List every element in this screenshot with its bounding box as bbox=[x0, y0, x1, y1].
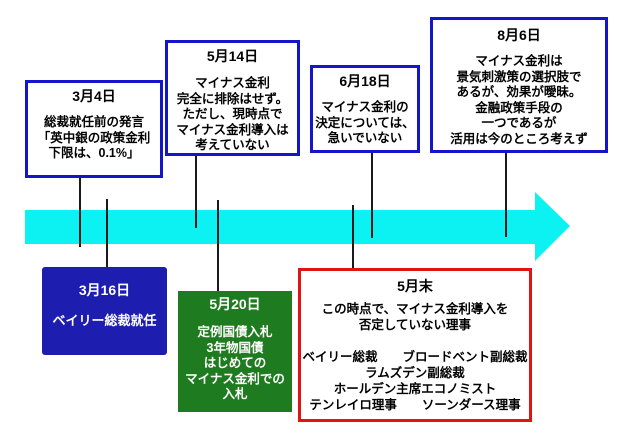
connector-jun18 bbox=[371, 153, 373, 238]
text-line: 3年物国債 bbox=[206, 340, 264, 355]
connector-may14 bbox=[195, 156, 197, 228]
text-line: 考えていない bbox=[195, 138, 270, 152]
text-line: マイナス金利導入は bbox=[176, 122, 289, 137]
event-date: 5月20日 bbox=[209, 296, 261, 312]
connector-aug6 bbox=[505, 153, 507, 237]
text-line: 完全に排除はせず。 bbox=[176, 91, 289, 106]
event-date: 5月14日 bbox=[206, 48, 259, 64]
event-box-may-end: 5月末 この時点で、マイナス金利導入を否定していない理事ベイリー総裁 ブロードベ… bbox=[298, 268, 532, 422]
text-line bbox=[301, 333, 529, 349]
text-line: マイナス金利での bbox=[185, 371, 285, 386]
event-text: マイナス金利完全に排除はせず。ただし、現時点でマイナス金利導入は考えていない bbox=[168, 76, 297, 154]
text-line: マイナス金利は bbox=[475, 54, 563, 68]
event-text: ベイリー総裁就任 bbox=[42, 313, 167, 329]
event-date: 6月18日 bbox=[339, 73, 391, 89]
connector-mar16 bbox=[106, 199, 108, 267]
text-line: この時点で、マイナス金利導入を bbox=[321, 302, 509, 316]
event-text: 総裁就任前の発言「英中銀の政策金利下限は、0.1%」 bbox=[28, 115, 160, 162]
text-line: ベイリー総裁就任 bbox=[52, 313, 157, 328]
text-line: マイナス金利の bbox=[321, 100, 409, 114]
timeline-arrow-shape bbox=[25, 192, 570, 261]
event-box-aug6: 8月6日 マイナス金利は景気刺激策の選択肢であるが、効果が曖昧。金融政策手段の一… bbox=[430, 17, 608, 153]
event-box-mar4: 3月4日 総裁就任前の発言「英中銀の政策金利下限は、0.1%」 bbox=[25, 80, 163, 178]
text-line: ただし、現時点で bbox=[182, 107, 283, 121]
text-line: あるが、効果が曖昧。 bbox=[456, 85, 582, 99]
text-line: 定例国債入札 bbox=[197, 325, 273, 339]
text-line: 否定していない理事 bbox=[358, 318, 472, 332]
event-date: 3月16日 bbox=[78, 282, 131, 298]
text-line: 景気刺激策の選択肢で bbox=[456, 69, 582, 84]
text-line: 一つであるが bbox=[481, 116, 557, 130]
connector-may-end bbox=[352, 205, 354, 268]
connector-may20 bbox=[217, 200, 219, 291]
text-line: 「英中銀の政策金利 bbox=[37, 130, 151, 145]
event-text: マイナス金利は景気刺激策の選択肢であるが、効果が曖昧。金融政策手段の一つであるが… bbox=[433, 54, 605, 147]
text-line: 決定については、 bbox=[315, 115, 415, 130]
event-box-may14: 5月14日 マイナス金利完全に排除はせず。ただし、現時点でマイナス金利導入は考え… bbox=[165, 40, 300, 156]
text-line: 総裁就任前の発言 bbox=[43, 115, 144, 129]
event-date: 3月4日 bbox=[72, 88, 116, 104]
text-line: 入札 bbox=[222, 387, 248, 401]
event-box-mar16: 3月16日 ベイリー総裁就任 bbox=[42, 267, 167, 355]
connector-mar4 bbox=[79, 178, 81, 247]
event-date: 8月6日 bbox=[497, 27, 541, 43]
text-line: 金融政策手段の bbox=[475, 100, 563, 115]
event-box-jun18: 6月18日 マイナス金利の決定については、急いでいない bbox=[310, 65, 420, 153]
text-line: テンレイロ理事 ソーンダース理事 bbox=[309, 397, 521, 412]
text-line: 急いでいない bbox=[327, 131, 403, 145]
event-date: 5月末 bbox=[397, 278, 433, 294]
text-line: ホールデン主席エコノミスト bbox=[333, 381, 497, 396]
text-line: 活用は今のところ考えず bbox=[450, 131, 588, 146]
text-line: マイナス金利 bbox=[195, 76, 270, 90]
text-line: ラムズデン副総裁 bbox=[365, 365, 465, 380]
event-text: マイナス金利の決定については、急いでいない bbox=[313, 100, 417, 147]
text-line: ベイリー総裁 ブロードベント副総裁 bbox=[302, 349, 528, 364]
event-text: この時点で、マイナス金利導入を否定していない理事ベイリー総裁 ブロードベント副総… bbox=[301, 301, 529, 413]
text-line: 下限は、0.1%」 bbox=[48, 146, 140, 160]
text-line: はじめての bbox=[203, 356, 267, 370]
